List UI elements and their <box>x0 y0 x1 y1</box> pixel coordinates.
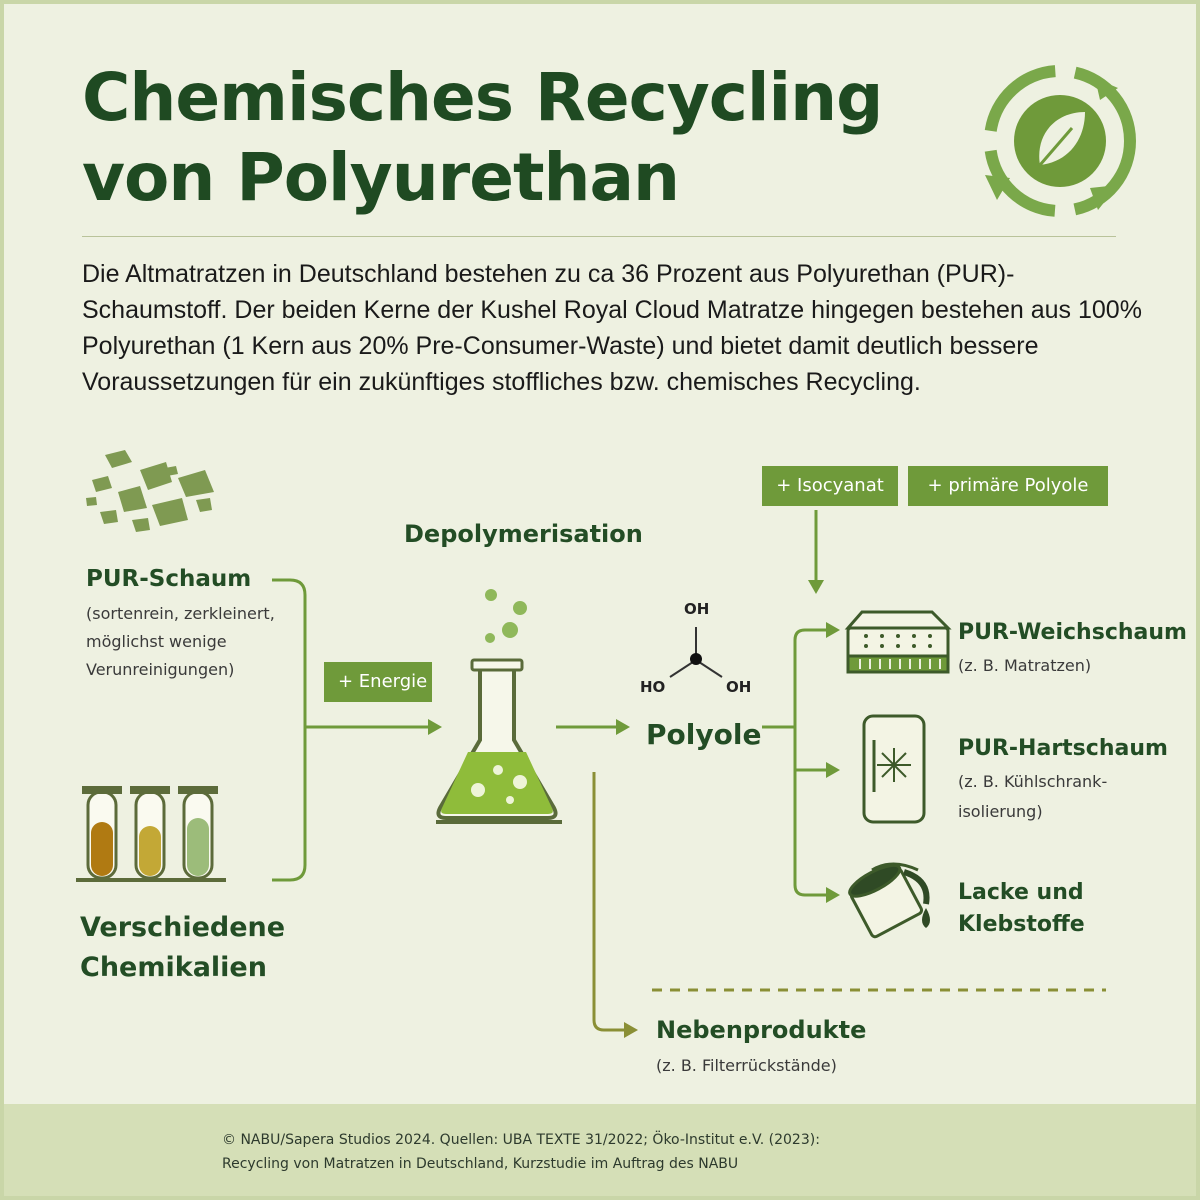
pur-schaum-detail-2: möglichst wenige <box>86 632 227 651</box>
footer-credits: © NABU/Sapera Studios 2024. Quellen: UBA… <box>222 1128 1122 1176</box>
page-title: Chemisches Recycling von Polyurethan <box>82 58 982 218</box>
weichschaum-title: PUR-Weichschaum <box>958 620 1187 645</box>
isocyanat-badge: + Isocyanat <box>762 466 898 506</box>
depolymerisation-label: Depolymerisation <box>404 520 643 548</box>
hartschaum-detail-2: isolierung) <box>958 802 1043 821</box>
lacke-title-1: Lacke und <box>958 880 1084 905</box>
title-line-2: von Polyurethan <box>82 139 680 216</box>
footer-line-2: Recycling von Matratzen in Deutschland, … <box>222 1156 739 1172</box>
title-line-1: Chemisches Recycling <box>82 59 883 136</box>
energy-badge: + Energie <box>324 662 432 702</box>
pur-schaum-title: PUR-Schaum <box>86 566 252 592</box>
nebenprodukte-detail: (z. B. Filterrückstände) <box>656 1056 837 1075</box>
polyole-label: Polyole <box>646 718 762 751</box>
molecule-oh-top: OH <box>684 600 710 618</box>
hartschaum-title: PUR-Hartschaum <box>958 736 1168 761</box>
primaere-polyole-badge: + primäre Polyole <box>908 466 1108 506</box>
hartschaum-detail-1: (z. B. Kühlschrank- <box>958 772 1108 791</box>
footer-line-1: © NABU/Sapera Studios 2024. Quellen: UBA… <box>222 1132 820 1148</box>
nebenprodukte-title: Nebenprodukte <box>656 1016 867 1044</box>
pur-schaum-detail-3: Verunreinigungen) <box>86 660 235 679</box>
chemikalien-title-1: Verschiedene <box>80 912 286 943</box>
lacke-title-2: Klebstoffe <box>958 912 1085 937</box>
weichschaum-detail: (z. B. Matratzen) <box>958 656 1092 675</box>
pur-schaum-detail-1: (sortenrein, zerkleinert, <box>86 604 275 623</box>
title-divider <box>82 236 1116 237</box>
molecule-ho-left: HO <box>640 678 666 696</box>
footer-band <box>4 1104 1196 1196</box>
chemikalien-title-2: Chemikalien <box>80 952 267 983</box>
molecule-oh-right: OH <box>726 678 752 696</box>
intro-paragraph: Die Altmatratzen in Deutschland bestehen… <box>82 260 1142 396</box>
